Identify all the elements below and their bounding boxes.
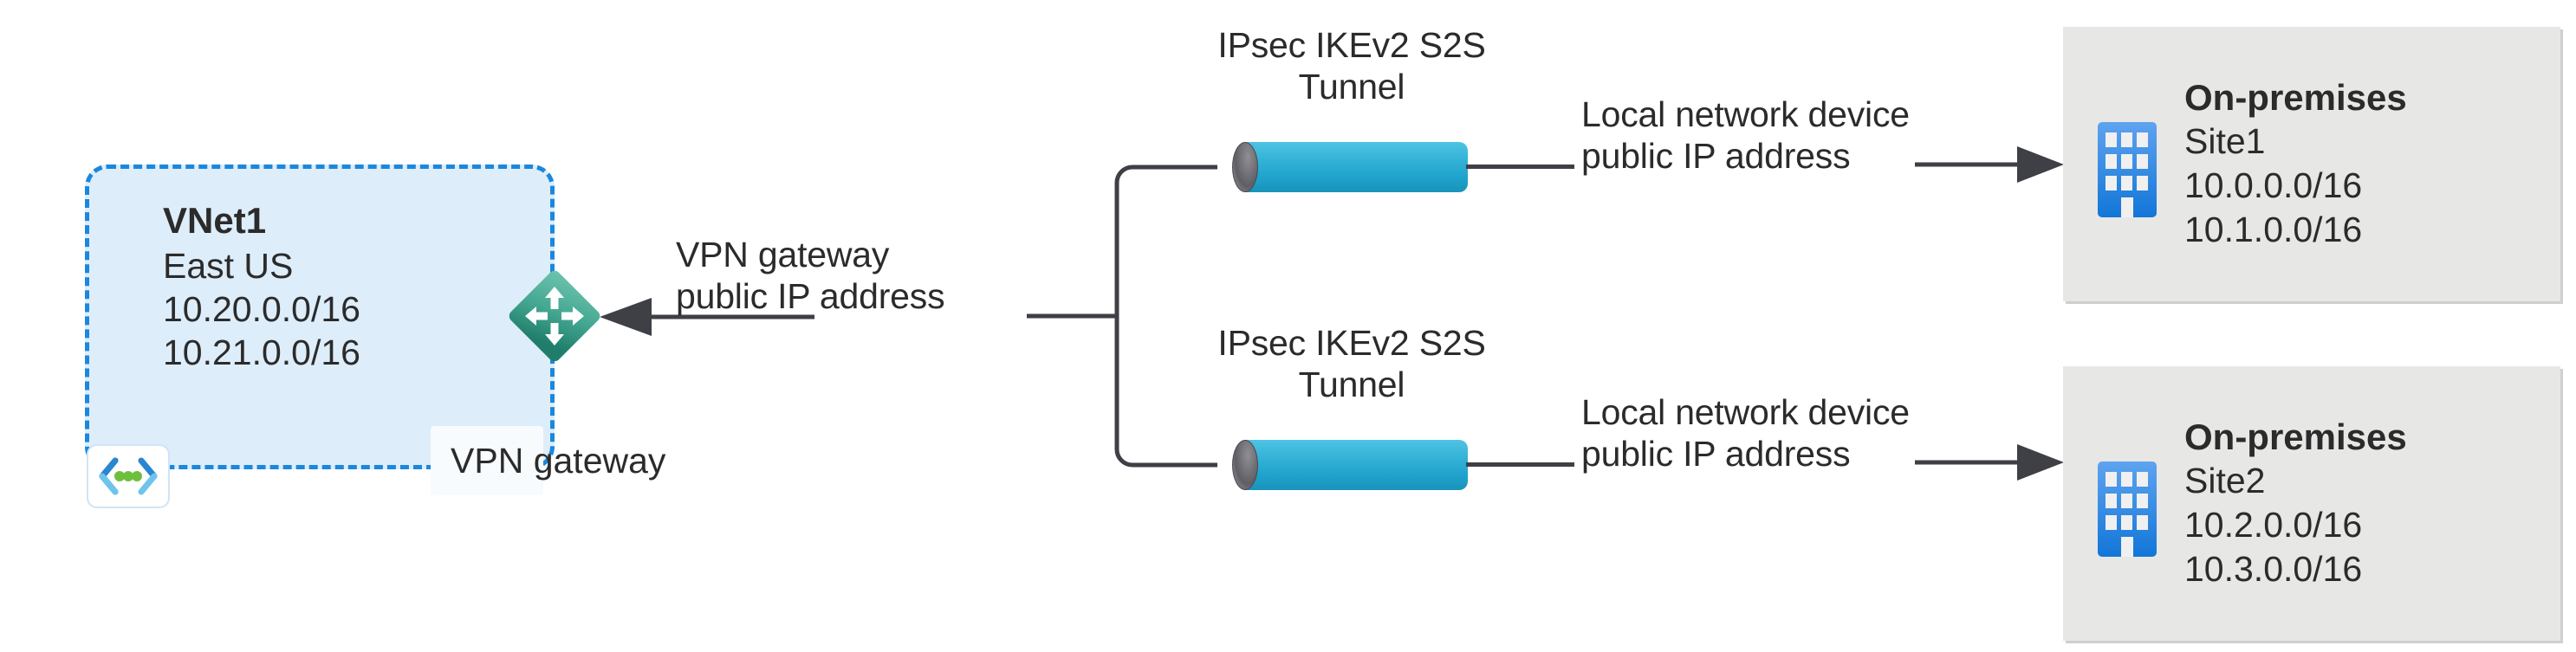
- tunnel-2-label-line-1: IPsec IKEv2 S2S: [1217, 323, 1486, 363]
- site-2-arrow: [1915, 444, 2064, 481]
- site-2-name: Site2: [2184, 461, 2266, 500]
- tunnel-1-label-line-1: IPsec IKEv2 S2S: [1217, 25, 1486, 65]
- site-2-title: On-premises: [2184, 416, 2407, 457]
- site-2-endpoint-label-line-1: Local network device: [1581, 392, 1910, 432]
- tunnel-2-label-line-2: Tunnel: [1298, 365, 1405, 404]
- vnet-labels: VNet1 East US 10.20.0.0/16 10.21.0.0/16: [163, 199, 527, 374]
- tunnel-opening: [1232, 142, 1258, 192]
- vnet-name: VNet1: [163, 200, 267, 241]
- vnet-region: East US: [163, 246, 294, 286]
- site-1-arrow: [1915, 146, 2064, 183]
- building-icon: [2098, 462, 2157, 557]
- site-1-name: Site1: [2184, 121, 2266, 161]
- tunnel-2-right-lead: [1466, 462, 1574, 467]
- on-premises-site-1-card: On-premises Site1 10.0.0.0/16 10.1.0.0/1…: [2063, 27, 2560, 301]
- vnet-address-space-2: 10.21.0.0/16: [163, 332, 360, 372]
- gateway-callout-line-2: public IP address: [676, 276, 945, 316]
- vpn-gateway-label: VPN gateway: [451, 441, 666, 481]
- gateway-callout-arrow: [600, 298, 814, 336]
- tunnel-body: [1244, 142, 1468, 192]
- site-1-address-space-2: 10.1.0.0/16: [2184, 210, 2363, 249]
- on-premises-site-2-card: On-premises Site2 10.2.0.0/16 10.3.0.0/1…: [2063, 366, 2560, 641]
- site-2-endpoint-label-line-2: public IP address: [1581, 434, 1851, 474]
- tunnel-opening: [1232, 440, 1258, 490]
- site-1-title: On-premises: [2184, 77, 2407, 118]
- site-2-address-space-1: 10.2.0.0/16: [2184, 505, 2363, 545]
- site-1-endpoint-label-line-1: Local network device: [1581, 94, 1910, 134]
- vpn-gateway-icon: [507, 268, 602, 364]
- ipsec-tunnel-1: [1232, 142, 1468, 192]
- vnet-container: [85, 165, 555, 469]
- tunnel-body: [1244, 440, 1468, 490]
- site-1-labels: On-premises Site1 10.0.0.0/16 10.1.0.0/1…: [2184, 75, 2548, 252]
- vnet-address-space-1: 10.20.0.0/16: [163, 289, 360, 329]
- gateway-callout-line-1: VPN gateway: [676, 235, 890, 274]
- tunnel-bracket-connector: [1027, 165, 1217, 468]
- site-1-endpoint-label-line-2: public IP address: [1581, 136, 1851, 176]
- tunnel-1-label-line-2: Tunnel: [1298, 67, 1405, 107]
- vpn-gateway-label-background: [431, 426, 543, 495]
- ipsec-tunnel-2: [1232, 440, 1468, 490]
- site-2-labels: On-premises Site2 10.2.0.0/16 10.3.0.0/1…: [2184, 415, 2548, 591]
- virtual-network-icon: [87, 444, 170, 508]
- site-2-address-space-2: 10.3.0.0/16: [2184, 549, 2363, 589]
- building-icon: [2098, 122, 2157, 217]
- site-1-address-space-1: 10.0.0.0/16: [2184, 165, 2363, 205]
- tunnel-1-right-lead: [1466, 165, 1574, 169]
